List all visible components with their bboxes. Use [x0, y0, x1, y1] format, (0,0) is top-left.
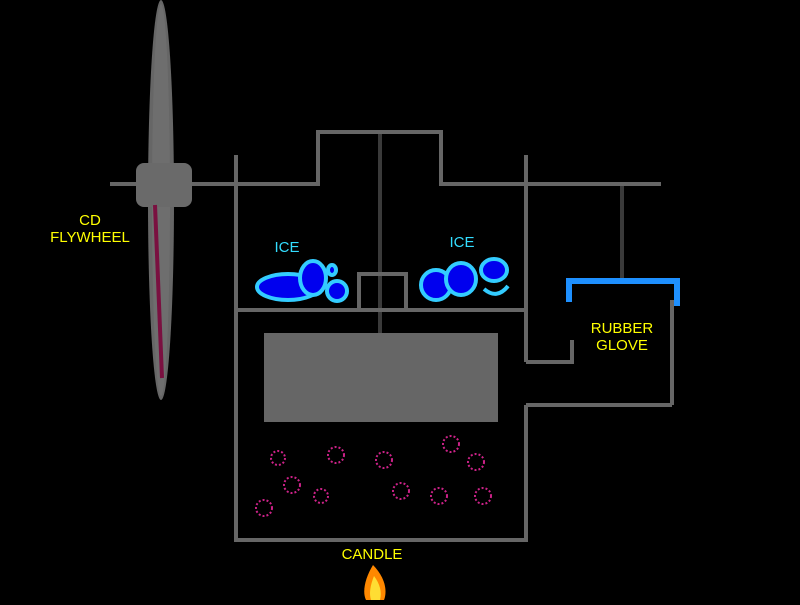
flywheel-hub — [136, 163, 192, 207]
cd-flywheel — [136, 0, 192, 400]
flywheel-label-line2: FLYWHEEL — [50, 229, 130, 246]
flywheel-spoke — [153, 204, 164, 379]
glove-label: RUBBER GLOVE — [572, 320, 672, 354]
glove-label-line1: RUBBER — [590, 320, 654, 337]
candle-label: CANDLE — [341, 546, 403, 563]
heated-particles — [255, 435, 492, 517]
ice-right — [419, 257, 510, 302]
candle-flame — [364, 565, 386, 600]
displacer-block — [264, 333, 498, 422]
flywheel-label-line1: CD — [79, 212, 101, 229]
glove-label-line2: GLOVE — [596, 337, 648, 354]
flywheel-label: CD FLYWHEEL — [40, 212, 140, 246]
ice-right-label: ICE — [449, 234, 475, 251]
ice-left-label: ICE — [274, 239, 300, 256]
axle — [110, 130, 661, 186]
connecting-pipes — [526, 300, 674, 407]
engine-chamber — [234, 155, 528, 542]
ice-left — [255, 259, 349, 303]
rubber-glove — [566, 278, 680, 306]
